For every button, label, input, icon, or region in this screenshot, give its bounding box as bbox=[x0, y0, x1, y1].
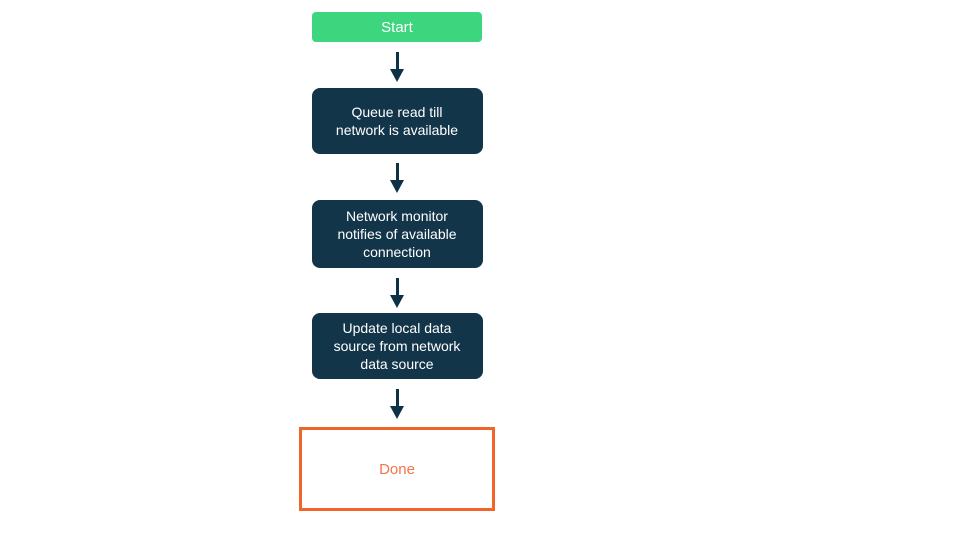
arrow-head bbox=[390, 406, 404, 419]
arrow-down-icon bbox=[390, 163, 404, 193]
arrow-head bbox=[390, 69, 404, 82]
flow-node-update-local-data: Update local data source from network da… bbox=[311, 313, 483, 379]
flow-node-start: Start bbox=[312, 12, 482, 42]
arrow-stem bbox=[395, 389, 399, 406]
arrow-head bbox=[390, 295, 404, 308]
flow-node-done: Done bbox=[299, 427, 495, 511]
arrow-down-icon bbox=[390, 278, 404, 308]
arrow-stem bbox=[395, 278, 399, 295]
arrow-head bbox=[390, 180, 404, 193]
arrow-down-icon bbox=[390, 389, 404, 419]
flow-node-queue-read: Queue read till network is available bbox=[311, 88, 483, 154]
arrow-stem bbox=[395, 52, 399, 69]
arrow-stem bbox=[395, 163, 399, 180]
flowchart: Start Queue read till network is availab… bbox=[299, 12, 495, 511]
flow-node-network-monitor: Network monitor notifies of available co… bbox=[311, 200, 483, 268]
arrow-down-icon bbox=[390, 52, 404, 82]
